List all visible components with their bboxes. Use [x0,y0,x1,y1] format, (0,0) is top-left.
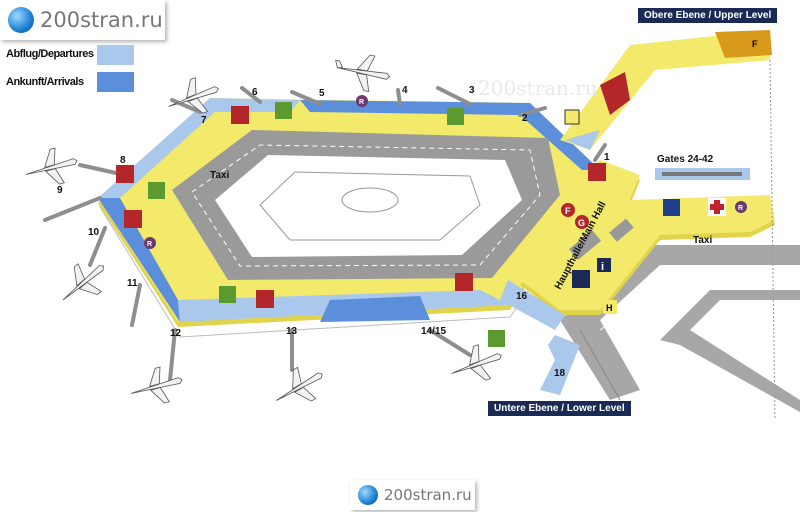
svg-text:13: 13 [286,326,298,337]
airplane-icon [168,77,219,114]
h-marker [603,300,617,314]
meeting-point-icon [572,270,590,288]
svg-text:i: i [601,261,604,273]
svg-text:3: 3 [469,85,475,96]
globe-icon [8,7,34,33]
pier-16 [500,280,565,330]
inner-ring [259,171,481,241]
legend-arrivals-swatch [97,72,134,92]
restaurant-marker [144,237,156,249]
upper-level-label: Obere Ebene / Upper Level [638,8,778,23]
restaurant-marker [356,95,368,107]
taxiway [191,144,541,267]
baggage-icon [455,273,473,291]
g-marker [575,215,589,229]
svg-text:F: F [565,206,571,216]
legend-arrivals-label: Ankunft/Arrivals [6,76,84,88]
post-office-icon [564,109,580,125]
svg-text:5: 5 [319,88,325,99]
svg-text:H: H [606,303,613,313]
baby-care-icon [488,330,505,347]
svg-text:R: R [147,241,152,248]
watermark-middle: 200stran.ru [478,76,598,100]
svg-text:4: 4 [402,85,408,96]
legend-departures-label: Abflug/Departures [6,48,94,60]
baby-care-icons [148,102,505,347]
svg-text:14/15: 14/15 [421,326,446,337]
svg-text:G: G [578,218,585,228]
svg-text:18: 18 [554,368,566,379]
airplane-icon [25,147,78,185]
watermark-logo-bottom: 200stran.ru [350,480,475,510]
airplane-icon [130,366,183,404]
airplanes [25,54,502,404]
baby-care-icon [447,108,464,125]
baggage-icon [256,290,274,308]
baggage-icon [116,165,134,183]
svg-text:R: R [738,205,743,212]
airplane-icon [335,54,391,92]
svg-text:10: 10 [88,227,100,238]
svg-text:7: 7 [201,115,207,126]
inner-field [215,155,522,257]
svg-text:11: 11 [127,278,138,289]
lower-level-label: Untere Ebene / Lower Level [488,401,631,416]
baby-care-icon [275,102,292,119]
airplane-icon [451,344,502,381]
svg-text:1: 1 [604,152,610,163]
baby-care-icon [219,286,236,303]
svg-text:12: 12 [170,328,182,339]
airplane-icon [62,263,104,301]
center-circle [341,187,399,213]
legend-departures-swatch [97,45,134,65]
baggage-icon [124,210,142,228]
parking-ticket-icon [663,199,680,216]
svg-text:2: 2 [522,113,528,124]
gate-labels: 1 2 3 4 5 6 7 8 9 10 11 12 13 14/15 16 1… [57,85,610,379]
pier-18 [540,335,580,395]
restaurant-marker [735,201,747,213]
taxi-outer-label: Taxi [693,235,712,246]
baggage-icons [116,106,606,308]
upper-level-wing [560,30,772,150]
jet-bridges [43,86,607,382]
svg-text:R: R [359,99,364,106]
baby-care-icon [148,182,165,199]
first-aid-icon [708,198,726,216]
svg-text:8: 8 [120,155,126,166]
globe-icon [358,485,378,505]
upper-f-marker: F [752,39,758,49]
svg-text:16: 16 [516,291,528,302]
taxi-inner-label: Taxi [210,170,229,181]
baggage-icon [588,163,606,181]
svg-text:9: 9 [57,185,63,196]
gates-block-label: Gates 24-42 [657,154,714,165]
info-icon [597,258,611,272]
f-marker [561,203,575,217]
svg-text:6: 6 [252,87,258,98]
baggage-icon [231,106,249,124]
airplane-icon [276,366,323,402]
watermark-logo-top: 200stran.ru [0,0,165,40]
